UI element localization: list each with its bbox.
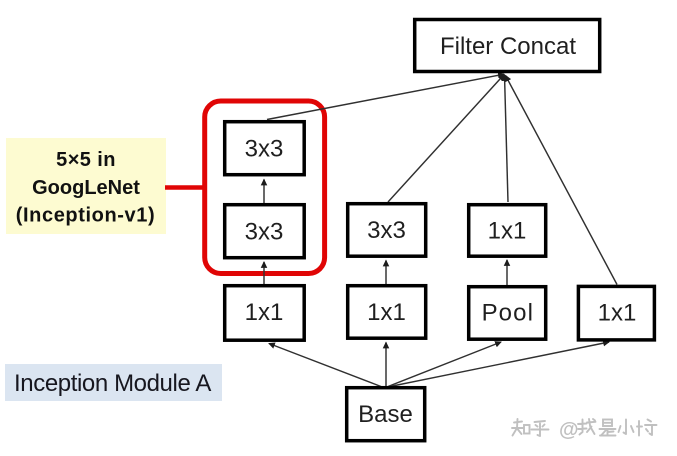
svg-text:5×5 in: 5×5 in <box>56 149 116 171</box>
svg-text:@: @ <box>559 419 579 441</box>
svg-text:GoogLeNet: GoogLeNet <box>32 177 140 199</box>
svg-text:(Inception-v1): (Inception-v1) <box>16 205 156 227</box>
svg-text:Pool: Pool <box>482 299 534 326</box>
svg-text:Filter Concat: Filter Concat <box>440 33 576 60</box>
svg-text:1x1: 1x1 <box>598 299 637 326</box>
svg-text:Base: Base <box>358 401 413 428</box>
svg-text:3x3: 3x3 <box>367 217 406 244</box>
svg-text:Inception Module A: Inception Module A <box>14 370 211 397</box>
svg-text:1x1: 1x1 <box>245 299 284 326</box>
svg-text:1x1: 1x1 <box>488 218 527 245</box>
svg-text:1x1: 1x1 <box>367 299 406 326</box>
svg-text:3x3: 3x3 <box>245 136 284 163</box>
svg-text:3x3: 3x3 <box>245 219 284 246</box>
